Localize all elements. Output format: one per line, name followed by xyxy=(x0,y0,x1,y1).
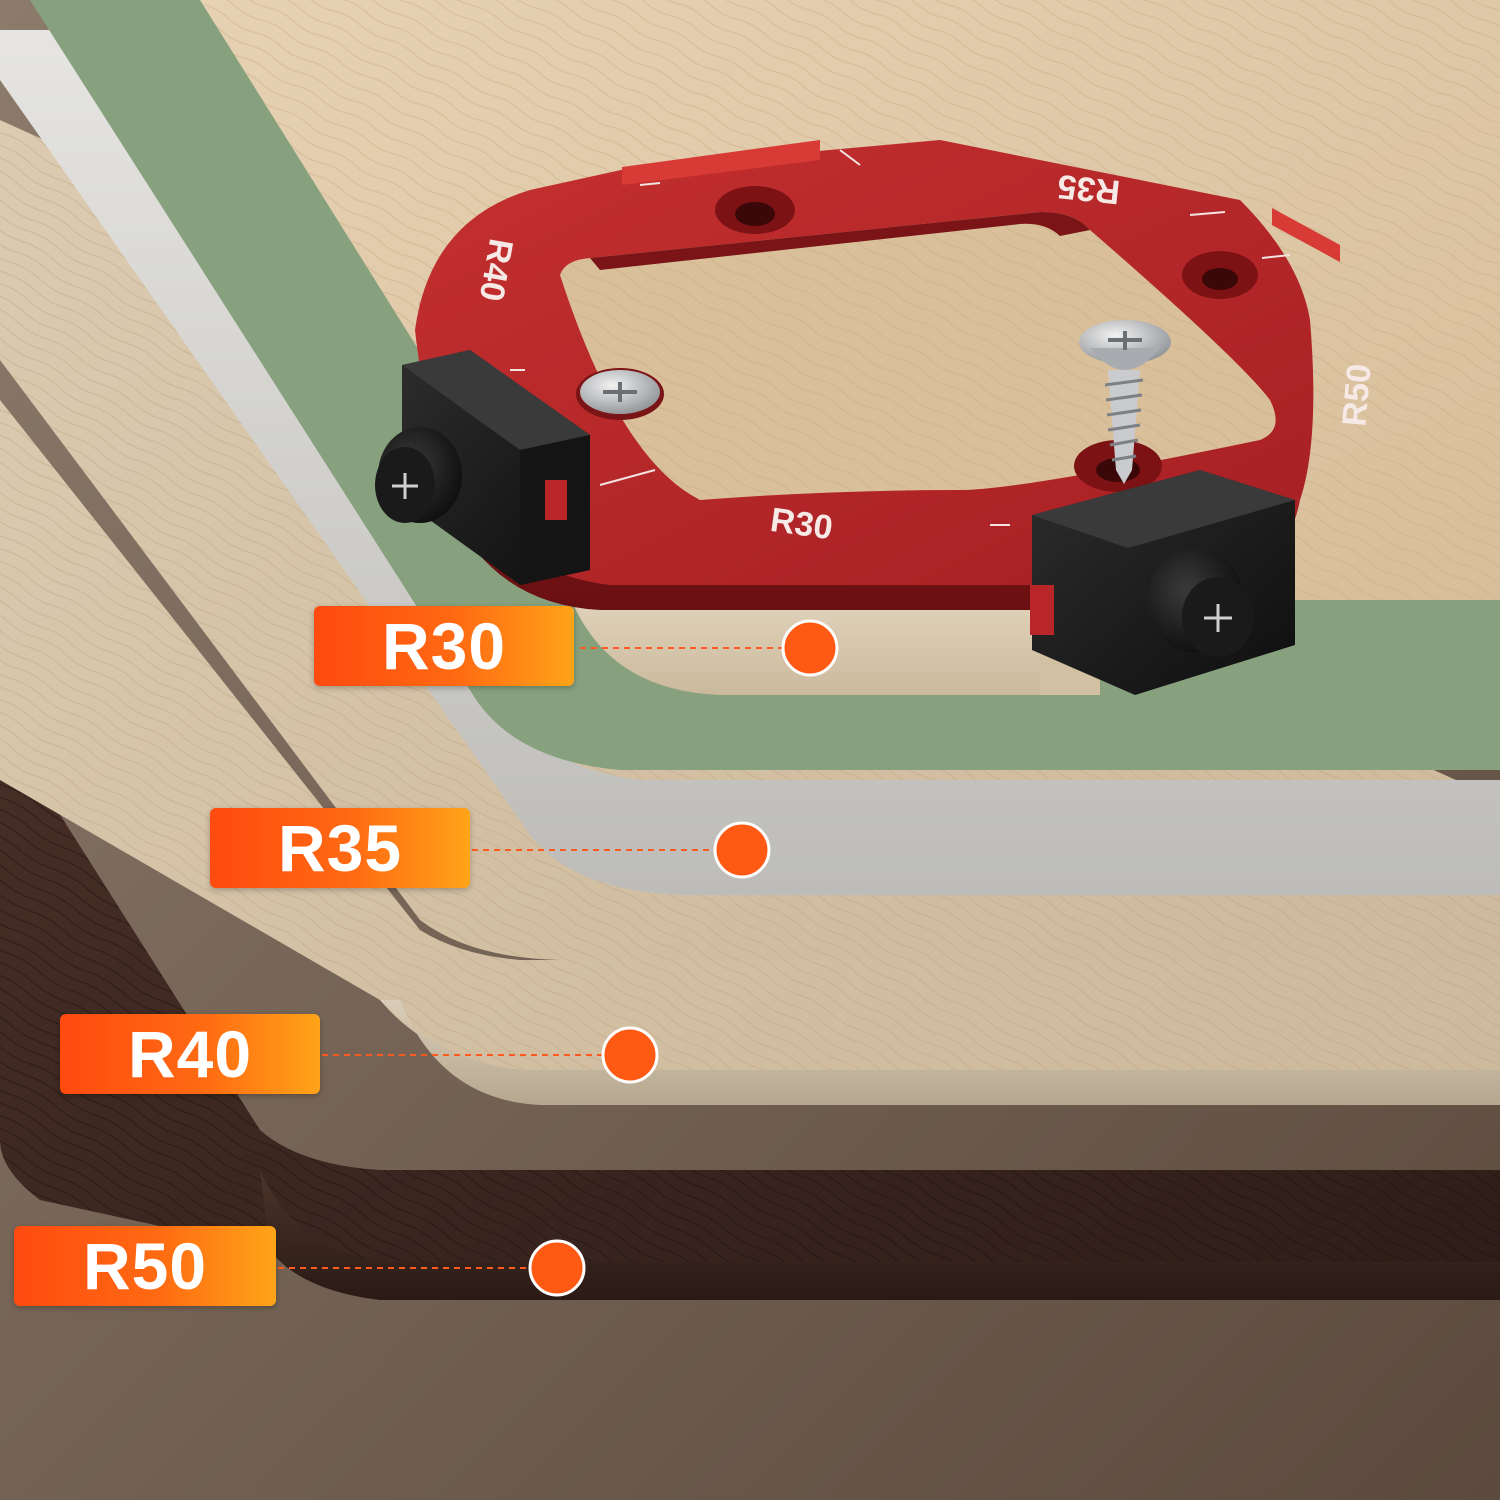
knob-icon[interactable] xyxy=(1147,548,1254,657)
callout-r50: R50 xyxy=(14,1226,276,1306)
callout-r40: R40 xyxy=(60,1014,320,1094)
callout-r30: R30 xyxy=(314,606,574,686)
callout-label: R35 xyxy=(277,811,403,885)
template-mark-r50: R50 xyxy=(1335,362,1378,427)
corner-radius-template: R35 R40 R50 R30 xyxy=(375,140,1379,695)
leader-r35 xyxy=(472,821,771,879)
template-tick-marks xyxy=(510,149,1291,526)
template-mark-r35: R35 xyxy=(1056,167,1122,211)
screw-icon xyxy=(576,368,664,420)
leader-dot-icon xyxy=(713,821,771,879)
leader-dot-icon xyxy=(528,1239,586,1297)
leader-r40 xyxy=(322,1026,659,1084)
leader-dot-icon xyxy=(781,619,839,677)
clamp-block-left xyxy=(402,350,590,585)
callout-label: R50 xyxy=(82,1229,208,1303)
board-r35 xyxy=(0,30,1500,895)
leader-r30 xyxy=(580,619,839,677)
screw-icon xyxy=(1079,320,1171,484)
leader-r50 xyxy=(278,1239,586,1297)
callout-r35: R35 xyxy=(210,808,470,888)
countersunk-hole xyxy=(715,186,795,234)
knob-icon[interactable] xyxy=(375,427,462,523)
template-mark-r30: R30 xyxy=(768,501,835,547)
leader-dot-icon xyxy=(601,1026,659,1084)
countersunk-hole xyxy=(1182,251,1258,299)
callout-label: R40 xyxy=(127,1017,253,1091)
callout-label: R30 xyxy=(381,609,507,683)
